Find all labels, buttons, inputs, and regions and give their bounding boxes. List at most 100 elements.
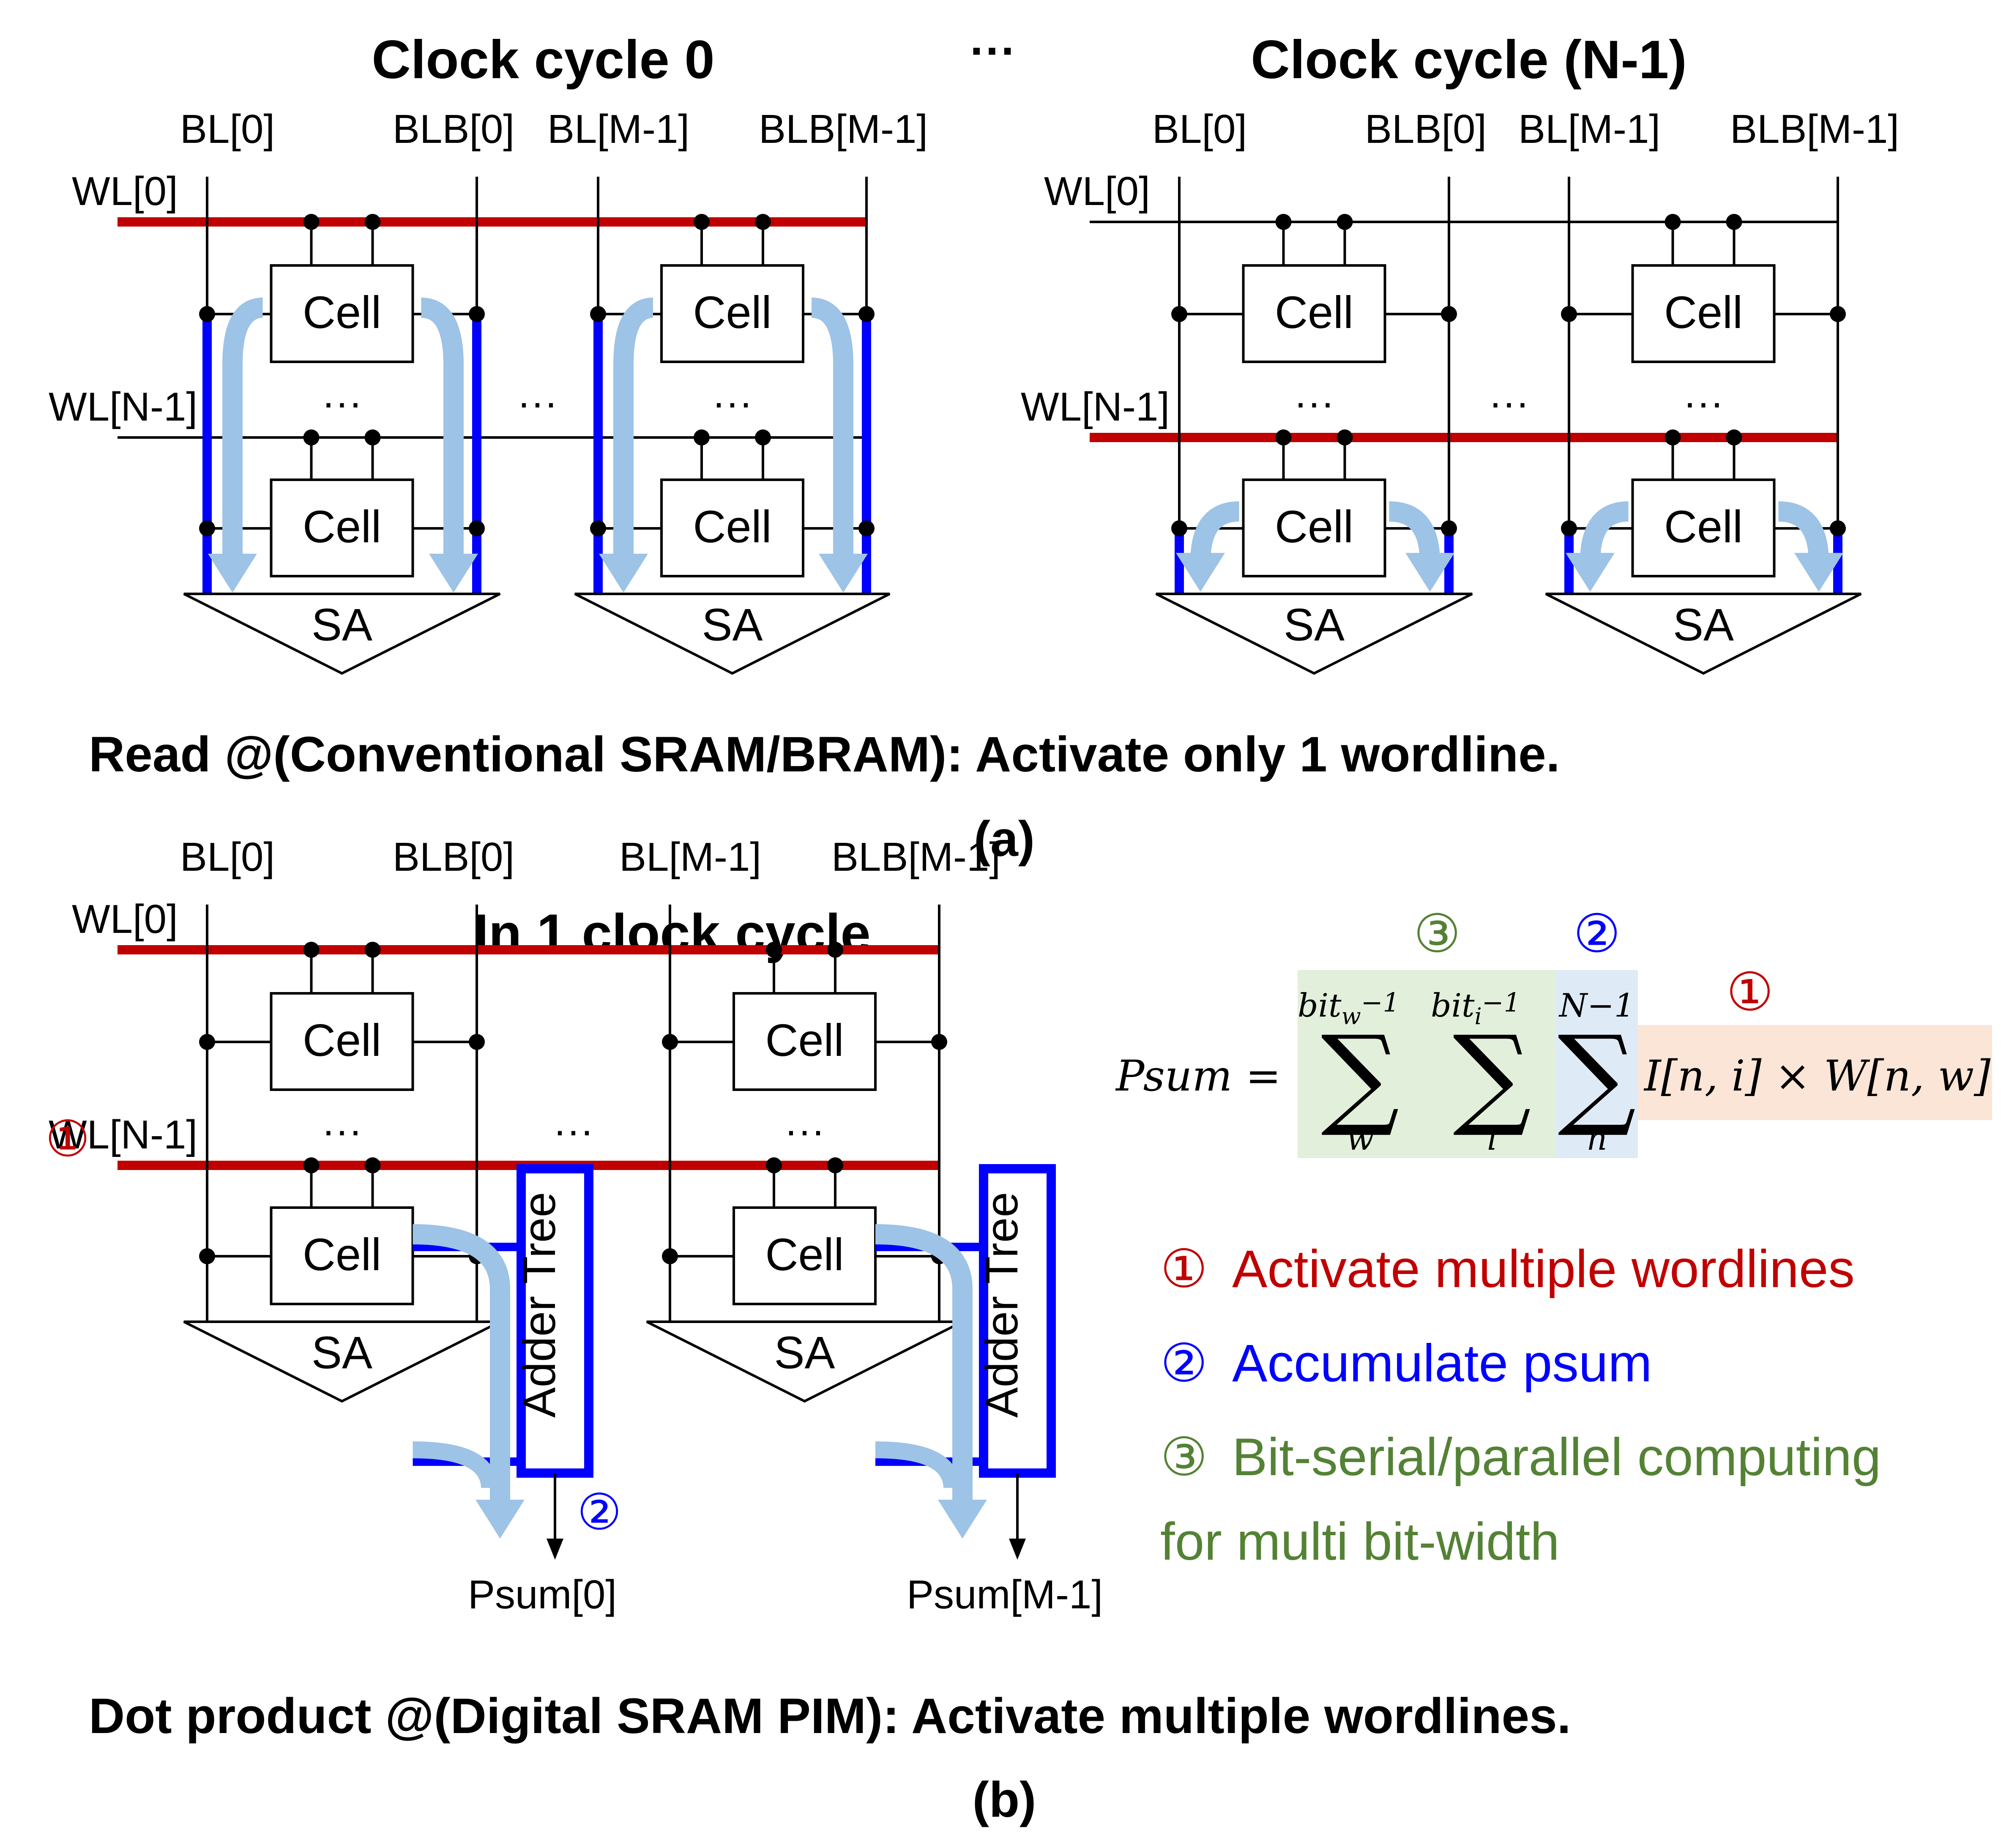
sense-amp-label: SA <box>1673 599 1734 650</box>
row-ellipsis: ··· <box>1683 380 1724 425</box>
cell-box <box>660 264 804 363</box>
sense-amp-label: SA <box>312 1327 372 1378</box>
junction-dot <box>303 1157 320 1173</box>
bitline-label-bl0: BL[0] <box>180 834 275 880</box>
sum-i-upper: biti−1 <box>1431 987 1520 1030</box>
psum-flow-branch <box>413 1441 498 1489</box>
psum-flow-arrow-shaft <box>875 1224 973 1501</box>
junction-dot <box>1441 520 1457 536</box>
junction-dot <box>199 520 215 536</box>
highlight-bit-sums <box>1298 970 1555 1158</box>
row-ellipsis: ··· <box>784 1108 825 1153</box>
sense-amp-label: SA <box>312 599 372 650</box>
cell-box <box>270 992 414 1091</box>
current-arrow-bl-head <box>208 554 257 593</box>
junction-dot <box>1830 520 1846 536</box>
cell-label: Cell <box>765 1014 844 1066</box>
junction-dot <box>755 429 771 446</box>
current-arrow-blb-head <box>429 554 478 593</box>
junction-dot <box>1275 214 1292 230</box>
bitline-label-blb0: BLB[0] <box>393 107 514 152</box>
psum-flow-arrow-head <box>476 1500 525 1539</box>
junction-dot <box>199 1034 215 1050</box>
junction-dot <box>364 429 381 446</box>
highlight-term <box>1638 1025 1992 1120</box>
psum-flow-arrow <box>875 1224 987 1539</box>
cell-label: Cell <box>1275 287 1353 338</box>
current-arrow-bl-head <box>599 554 648 593</box>
junction-dot <box>1171 306 1187 322</box>
sense-amp <box>646 1320 963 1403</box>
psum-output-head <box>547 1539 563 1560</box>
cell-box <box>1242 264 1386 363</box>
bitline-label-bl0: BL[0] <box>1152 107 1247 152</box>
sigma-w: ∑ <box>1321 1012 1399 1140</box>
junction-dot <box>303 942 320 958</box>
adder-tree-label: Adder Tree <box>976 1192 1027 1418</box>
cell-box <box>733 1206 877 1305</box>
wordline-label-0: WL[0] <box>1044 169 1150 214</box>
psum-equation: ③ ② ① Psum = bitw−1 ∑ w biti−1 ∑ i N−1 ∑… <box>1115 905 1992 1158</box>
sigma-n: ∑ <box>1558 1012 1636 1140</box>
cell-label: Cell <box>303 1229 381 1280</box>
current-arrow-bl <box>1566 501 1629 592</box>
current-arrow-bl-shaft <box>613 298 654 562</box>
bitline-label-bl0: BL[0] <box>180 107 275 152</box>
current-arrow-bl-head <box>1176 553 1225 592</box>
wordline-label-n-1: WL[N-1] <box>1021 384 1170 429</box>
title-clock-cycle-n-1: Clock cycle (N-1) <box>1251 30 1687 90</box>
junction-dot <box>766 942 782 958</box>
sigma-i: ∑ <box>1453 1012 1531 1140</box>
junction-dot <box>469 520 485 536</box>
column-ellipsis: ··· <box>553 1108 594 1153</box>
cell-box <box>270 478 414 577</box>
row-ellipsis: ··· <box>322 380 362 425</box>
junction-dot <box>364 214 381 230</box>
current-arrow-bl-shaft <box>1580 501 1629 563</box>
wordline-label-n-1: WL[N-1] <box>49 384 197 429</box>
junction-dot <box>469 306 485 322</box>
bitline-label-blb0: BLB[0] <box>393 834 514 880</box>
bitline-label-blm1: BL[M-1] <box>547 107 689 152</box>
sense-amp-label: SA <box>1284 599 1345 650</box>
marker-1-wordline: ① <box>45 1111 90 1167</box>
cell-box <box>270 264 414 363</box>
bitline-label-blbm1: BLB[M-1] <box>1730 107 1899 152</box>
cell-box <box>1631 264 1776 363</box>
junction-dot <box>590 306 606 322</box>
legend-marker-1: ① <box>1160 1240 1208 1299</box>
wordline-label-0: WL[0] <box>72 169 178 214</box>
junction-dot <box>766 1157 782 1173</box>
cell-box <box>1631 478 1776 577</box>
junction-dot <box>1665 214 1681 230</box>
array-pim: WL[0]WL[N-1]BL[0]BLB[0]BL[M-1]BLB[M-1]Ce… <box>45 834 1103 1617</box>
current-arrow-blb-head <box>1405 553 1454 592</box>
psum-flow-arrow <box>413 1224 525 1539</box>
current-arrow-bl <box>599 298 654 593</box>
current-arrow-blb-shaft <box>1778 501 1829 563</box>
psum-flow-branch <box>875 1441 960 1489</box>
psum-flow-arrow-shaft <box>413 1224 510 1501</box>
junction-dot <box>1561 306 1577 322</box>
junction-dot <box>827 942 843 958</box>
junction-dot <box>1337 214 1353 230</box>
current-arrow-bl <box>1176 501 1240 592</box>
sum-n-lower: n <box>1587 1120 1607 1157</box>
legend-text-1: Activate multiple wordlines <box>1232 1240 1855 1299</box>
marker-1-equation: ① <box>1726 963 1774 1022</box>
legend-marker-3: ③ <box>1160 1428 1208 1487</box>
junction-dot <box>590 520 606 536</box>
psum-label-1: Psum[M-1] <box>907 1572 1103 1617</box>
bitline-label-blbm1: BLB[M-1] <box>759 107 928 152</box>
tag-b: (b) <box>973 1772 1036 1828</box>
junction-dot <box>1561 520 1577 536</box>
marker-3-equation: ③ <box>1413 905 1461 963</box>
